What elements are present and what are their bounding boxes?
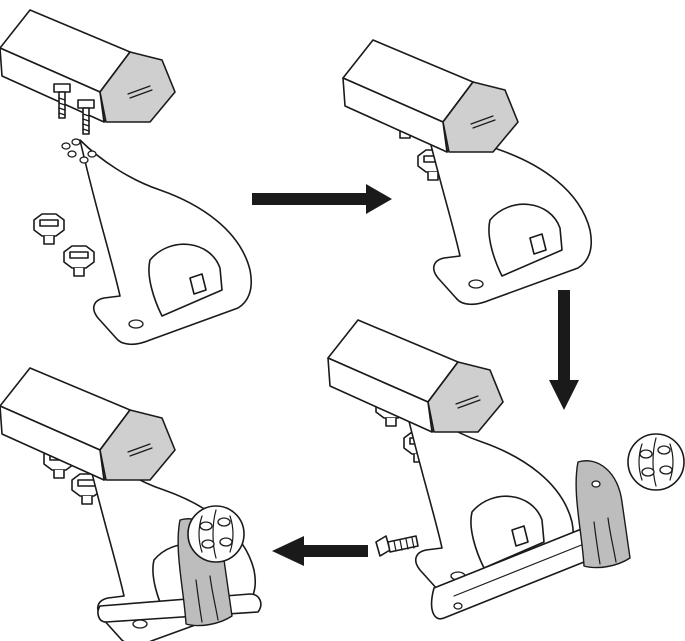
- arrow-right-icon: [252, 184, 392, 214]
- step-2-assembled-foot: [342, 39, 593, 306]
- step-3-clamp-knob: [627, 433, 685, 491]
- step-3-bolt: [375, 535, 419, 557]
- step-3-clamp-parts: [327, 319, 685, 620]
- step-4-clamp-knob: [187, 505, 245, 563]
- arrow-left-icon: [272, 536, 368, 566]
- step-1-knobs: [33, 213, 95, 277]
- step-1-exploded-view: [0, 9, 253, 346]
- step-4-final-assembly: [0, 367, 262, 641]
- step-1-tower: [61, 138, 253, 346]
- step-3-pad-clamp: [575, 460, 631, 569]
- arrow-down-icon: [549, 290, 579, 410]
